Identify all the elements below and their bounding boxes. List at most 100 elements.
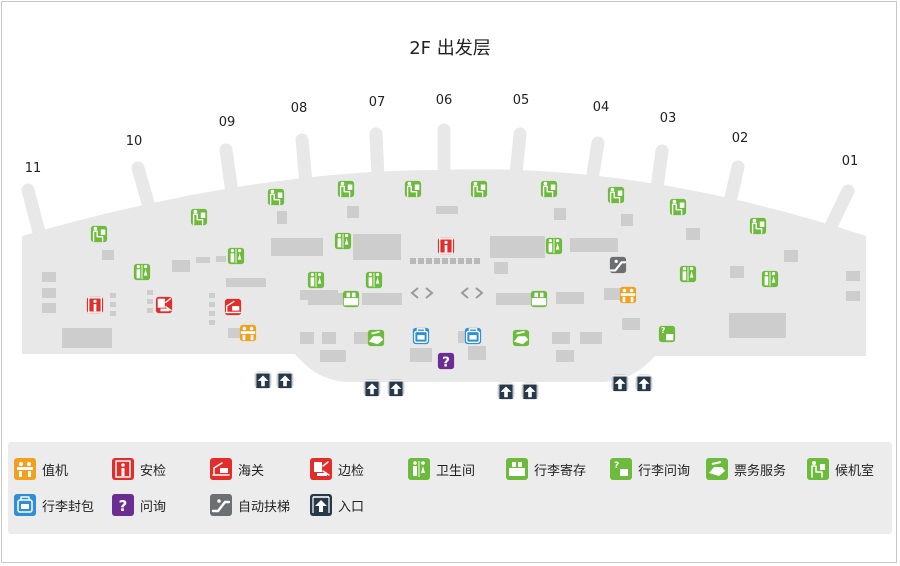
luggage-storage-icon xyxy=(342,290,360,308)
gate-desk xyxy=(466,258,472,264)
entrance-icon xyxy=(276,371,294,389)
svg-text:?: ? xyxy=(661,325,666,335)
gate-label: 01 xyxy=(842,154,859,169)
gate-arm xyxy=(650,144,669,195)
shop-block xyxy=(729,313,786,338)
gate-desk xyxy=(450,258,456,264)
shop-block xyxy=(552,332,570,344)
waiting-room-icon xyxy=(470,180,488,198)
gate-arm xyxy=(585,136,605,187)
svg-text:?: ? xyxy=(614,461,619,471)
waiting-room-icon xyxy=(807,458,829,480)
svg-text:?: ? xyxy=(119,497,128,515)
shop-block xyxy=(496,293,540,305)
gate-label: 08 xyxy=(291,101,308,116)
shop-block xyxy=(110,302,116,307)
shop-block xyxy=(226,278,266,287)
entrance-icon xyxy=(363,379,381,397)
luggage-storage-icon xyxy=(506,458,528,480)
shop-block xyxy=(216,256,226,262)
information-icon: ? xyxy=(112,494,134,516)
shop-block xyxy=(196,257,210,263)
legend-item-restroom: 卫生间 xyxy=(408,458,475,480)
gate-label: 07 xyxy=(369,95,386,110)
shop-block xyxy=(209,293,215,298)
legend-panel: 值机安检海关边检卫生间行李寄存?行李问询票务服务候机室行李封包?问询自动扶梯入口 xyxy=(8,442,892,534)
shop-block xyxy=(570,238,618,252)
shop-block xyxy=(228,328,244,338)
gate-arm xyxy=(295,133,313,190)
shop-block xyxy=(110,293,116,298)
legend-item-wrap: 行李封包 xyxy=(14,494,94,516)
legend-label: 行李封包 xyxy=(42,499,95,515)
shop-block xyxy=(621,214,633,226)
gate-label: 10 xyxy=(126,134,143,149)
legend-item-storage: 行李寄存 xyxy=(506,458,586,480)
waiting-room-icon xyxy=(337,180,355,198)
gate-label: 04 xyxy=(593,100,610,115)
checkin-icon xyxy=(14,458,36,480)
walkway-chevron xyxy=(425,287,434,299)
shop-block xyxy=(209,311,215,316)
shop-block xyxy=(494,262,508,274)
legend-item-info: ? 问询 xyxy=(112,494,166,516)
security-icon xyxy=(86,296,104,314)
shop-block xyxy=(846,291,860,301)
waiting-room-icon xyxy=(404,180,422,198)
gate-desk xyxy=(442,258,448,264)
gate-desk xyxy=(474,258,480,264)
shop-block xyxy=(102,250,114,260)
luggage-storage-icon xyxy=(530,290,548,308)
legend-label: 行李问询 xyxy=(638,463,691,479)
floor-title: 2F 出发层 xyxy=(409,38,491,59)
gate-label: 06 xyxy=(436,93,453,108)
restroom-icon xyxy=(545,237,563,255)
gate-desk xyxy=(458,258,464,264)
gate-desk xyxy=(410,258,416,264)
gate-desk xyxy=(434,258,440,264)
shop-block xyxy=(271,238,323,256)
legend-item-baginquiry: ? 行李问询 xyxy=(610,458,690,480)
legend-item-customs: 海关 xyxy=(210,458,264,480)
restroom-icon xyxy=(365,271,383,289)
waiting-room-icon xyxy=(607,186,625,204)
legend-item-border: 边检 xyxy=(310,458,364,480)
shop-block xyxy=(110,311,116,316)
shop-block xyxy=(209,302,215,307)
entrance-icon xyxy=(611,374,629,392)
gate-arm xyxy=(369,127,385,183)
shop-block xyxy=(622,318,640,330)
shop-block xyxy=(42,288,56,298)
luggage-wrap-icon xyxy=(412,327,430,345)
legend-item-entrance: 入口 xyxy=(310,494,364,516)
shop-block xyxy=(686,228,700,240)
shop-block xyxy=(846,271,860,281)
information-icon: ? xyxy=(437,352,455,370)
legend-label: 问询 xyxy=(140,499,167,515)
shop-block xyxy=(277,211,287,224)
luggage-wrap-icon xyxy=(464,327,482,345)
legend-label: 海关 xyxy=(238,463,265,479)
shop-block xyxy=(42,272,56,282)
walkway-chevron xyxy=(410,287,419,299)
gate-arm xyxy=(219,143,239,200)
restroom-icon xyxy=(334,232,352,250)
shop-block xyxy=(556,350,574,362)
gate-arm xyxy=(21,183,47,243)
legend-label: 自动扶梯 xyxy=(238,499,291,515)
shop-block xyxy=(580,332,602,344)
customs-icon xyxy=(224,298,242,316)
shop-block xyxy=(209,320,215,325)
customs-icon xyxy=(210,458,232,480)
security-icon xyxy=(437,237,455,255)
waiting-room-icon xyxy=(190,208,208,226)
gate-arm xyxy=(131,161,157,217)
ticket-service-icon xyxy=(706,458,728,480)
legend-label: 值机 xyxy=(42,463,69,479)
gate-arm xyxy=(823,184,855,235)
entrance-icon xyxy=(387,379,405,397)
shop-block xyxy=(556,292,584,304)
waiting-room-icon xyxy=(267,188,285,206)
entrance-icon xyxy=(635,374,653,392)
